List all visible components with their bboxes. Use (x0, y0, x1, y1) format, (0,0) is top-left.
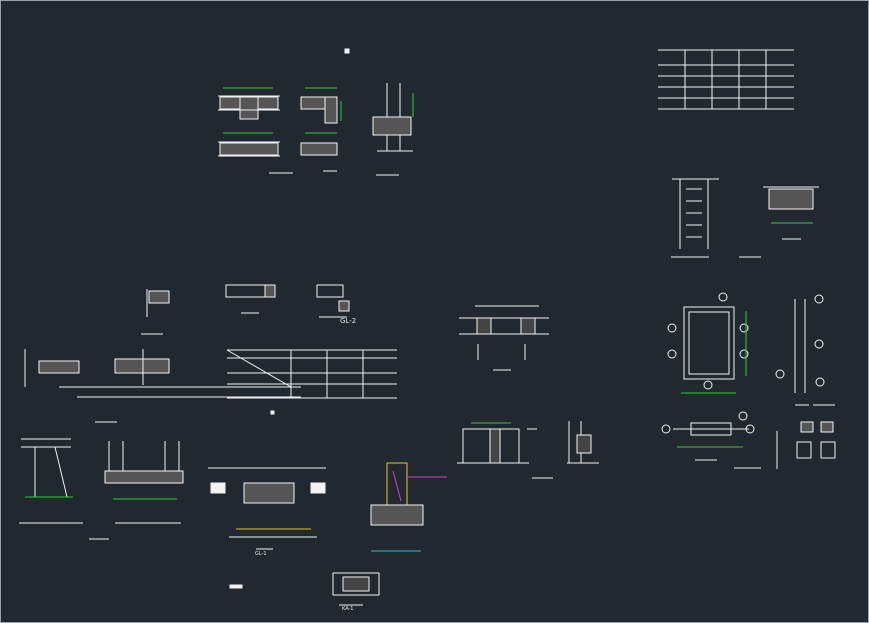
column-elevation-detail (775, 294, 835, 406)
footing-detail-left (19, 438, 109, 540)
gl-section-details (141, 284, 350, 335)
slab-section-detail (763, 186, 819, 240)
gl1-note: GL-1 (255, 551, 267, 557)
beam-section-detail-1 (218, 87, 293, 174)
stair-section-detail (24, 349, 301, 423)
wall-step-detail (567, 421, 599, 464)
beam-elevation-detail (459, 305, 549, 371)
ring-beam-detail (208, 467, 326, 589)
wall-tie-detail (370, 462, 447, 552)
wall-reinforcement-detail (671, 178, 761, 258)
column-joint-detail (372, 83, 414, 176)
small-column-sections (776, 421, 836, 469)
column-base-detail (661, 411, 761, 469)
gl2-label: GL-2 (340, 317, 356, 325)
ka-ref-label: KA-1 (342, 606, 354, 612)
foundation-plan-detail (332, 572, 380, 606)
beam-section-detail-2 (300, 87, 342, 172)
column-plan-detail (667, 292, 749, 394)
schedule-table (658, 49, 794, 110)
slab-step-detail (457, 422, 553, 479)
top-title-mark (344, 48, 350, 54)
pit-detail (104, 441, 184, 524)
stepped-slab-table (226, 349, 397, 415)
